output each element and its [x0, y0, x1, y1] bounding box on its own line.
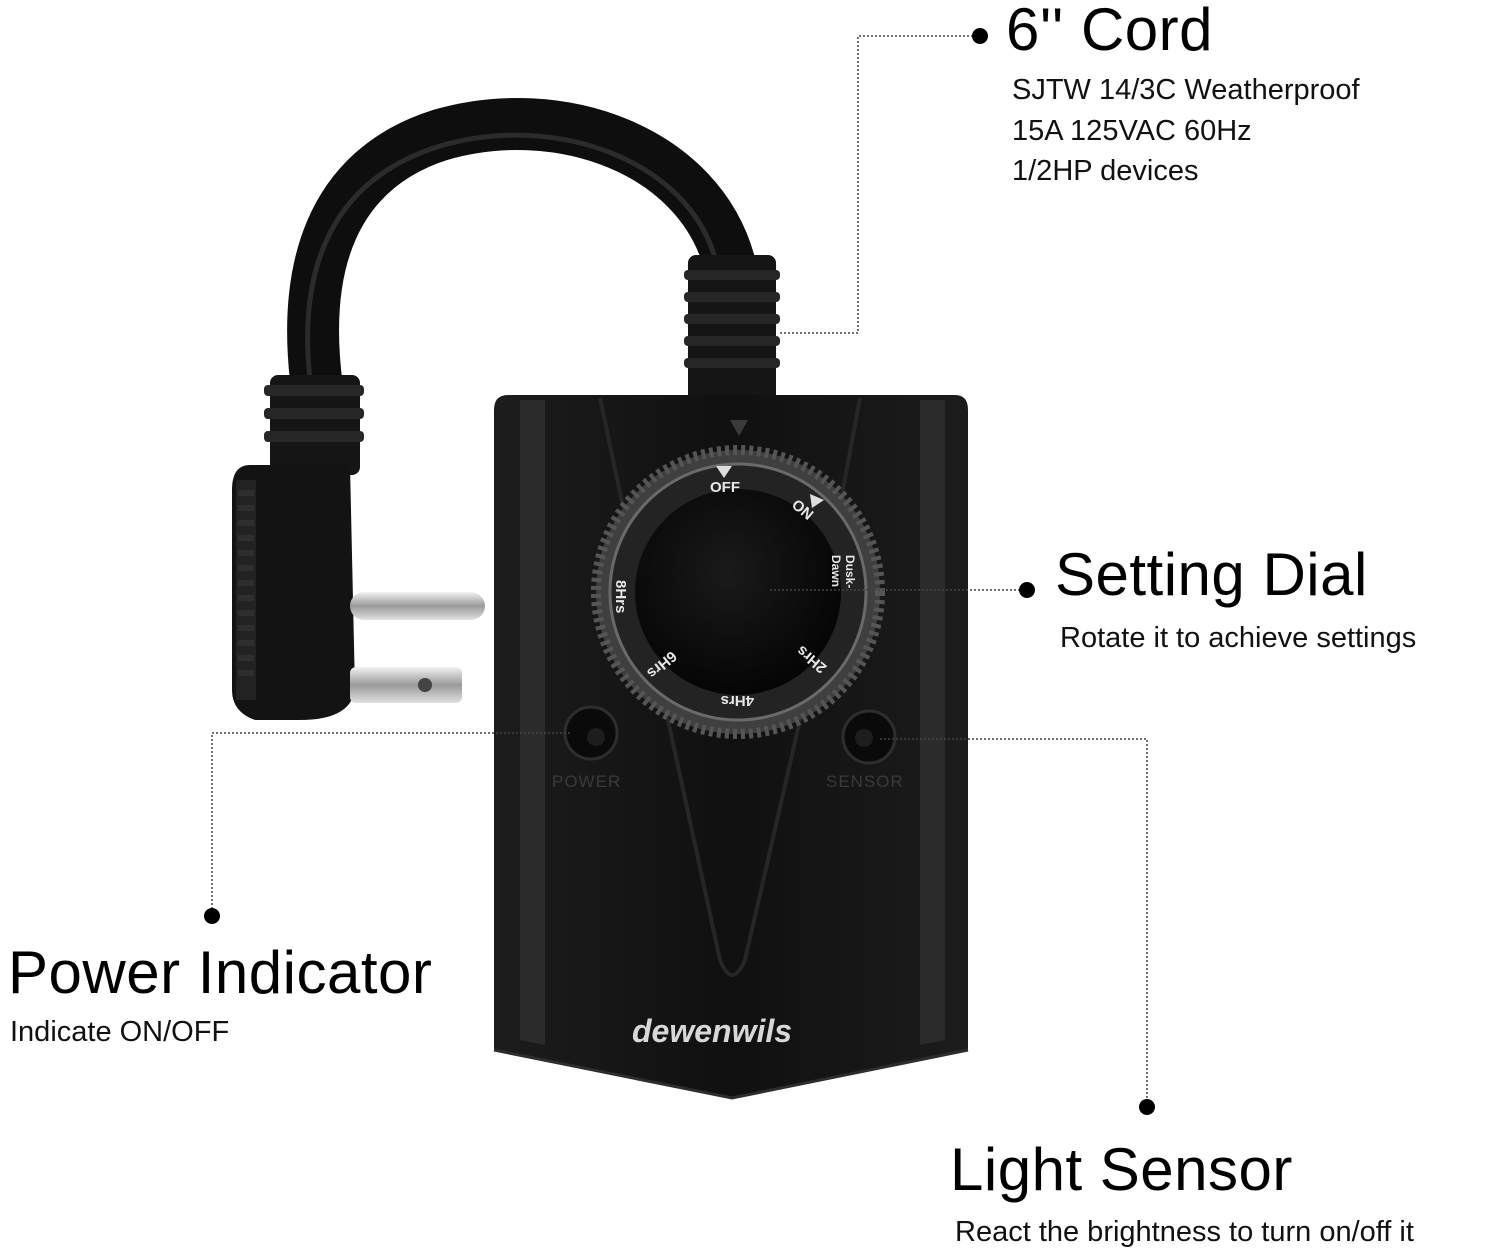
cord-spec-line: 1/2HP devices [1012, 155, 1199, 188]
brand-logo: dewenwils [632, 1013, 792, 1049]
power-label: POWER [552, 772, 621, 791]
light-sensor-window [841, 709, 897, 765]
sensor-callout-desc: React the brightness to turn on/off it [955, 1216, 1414, 1248]
dial-label-4hrs: 4Hrs [721, 692, 754, 709]
plug-head [232, 465, 355, 720]
dial-callout-title: Setting Dial [1055, 541, 1368, 608]
dial-label-8hrs: 8Hrs [612, 580, 629, 613]
strain-relief-device [684, 255, 780, 405]
power-cord [287, 98, 756, 421]
power-indicator-led [563, 705, 619, 761]
sensor-label: SENSOR [826, 772, 904, 791]
dial-label-off: OFF [710, 479, 740, 496]
dial-label-dawn: Dawn [829, 555, 843, 587]
blade-prong [350, 667, 462, 703]
ground-prong [350, 592, 485, 620]
cord-spec-line: 15A 125VAC 60Hz [1012, 114, 1252, 147]
dial-callout-desc: Rotate it to achieve settings [1060, 622, 1417, 654]
strain-relief-plug [264, 375, 364, 475]
power-callout-title: Power Indicator [8, 939, 433, 1006]
power-callout-desc: Indicate ON/OFF [10, 1016, 230, 1048]
cord-callout-specs: SJTW 14/3C Weatherproof 15A 125VAC 60Hz … [1012, 70, 1360, 192]
cord-highlight [305, 132, 719, 383]
cord-callout-title: 6'' Cord [1006, 0, 1213, 63]
setting-dial [591, 445, 885, 739]
dial-label-dusk: Dusk- [843, 555, 857, 588]
cord-spec-line: SJTW 14/3C Weatherproof [1012, 74, 1360, 106]
sensor-callout-title: Light Sensor [950, 1136, 1293, 1203]
